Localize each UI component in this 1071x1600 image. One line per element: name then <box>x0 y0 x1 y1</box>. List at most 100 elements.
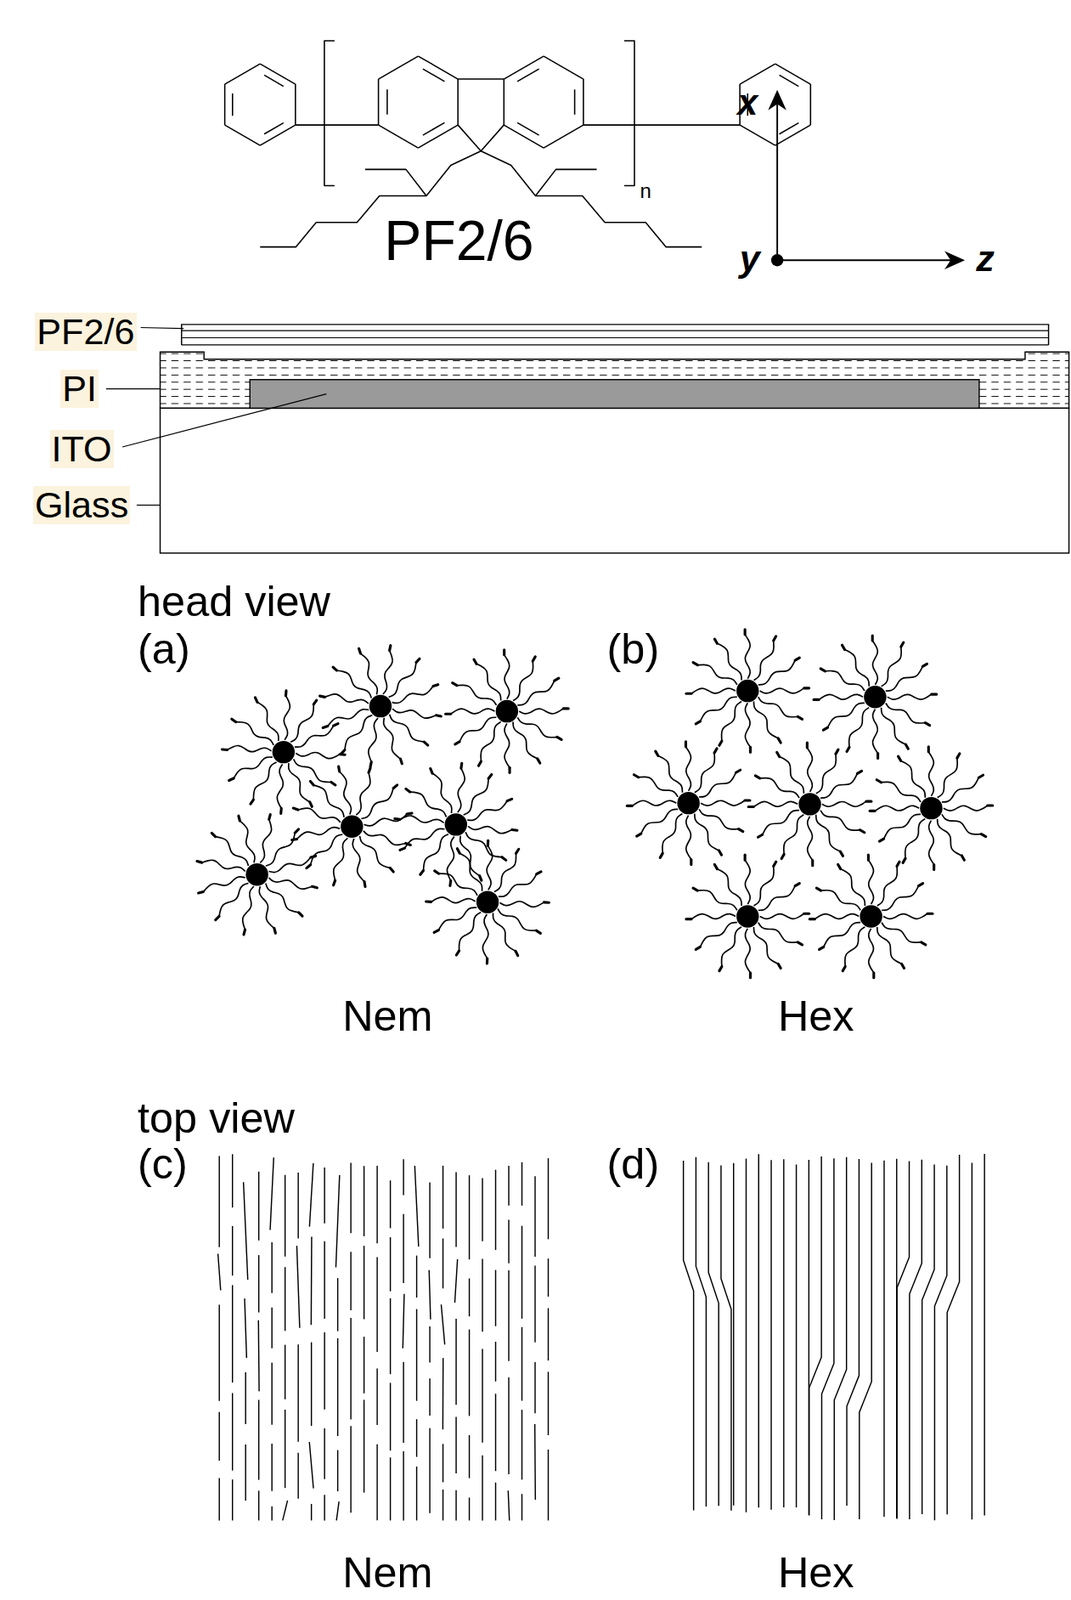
ring-bond <box>378 56 419 79</box>
chain-line <box>708 1161 719 1506</box>
chain-segment <box>442 1165 444 1229</box>
chain-line <box>821 1157 834 1519</box>
alkyl-arm <box>215 836 249 866</box>
alkyl-arm <box>333 837 349 880</box>
chain-segment <box>309 1441 314 1489</box>
chain-segment <box>547 1257 549 1297</box>
arm-tip <box>822 727 828 730</box>
alkyl-arm <box>497 907 536 931</box>
alkyl-arm <box>227 745 272 752</box>
arm-tip <box>922 663 927 666</box>
arrow-head <box>944 250 965 270</box>
alkyl-arm <box>873 709 879 754</box>
layer-label: PF2/6 <box>34 312 136 351</box>
chain-segment <box>258 1489 260 1520</box>
arm-tip <box>636 833 642 836</box>
arm-tip <box>294 828 299 833</box>
double-bond <box>264 123 284 135</box>
arm-tip <box>448 879 452 885</box>
ring-bond <box>259 124 296 146</box>
arm-tip <box>515 848 519 853</box>
arm-tip <box>719 740 722 745</box>
alkyl-arm <box>202 876 245 892</box>
chain-segment <box>349 1161 351 1233</box>
arm-tip <box>749 972 752 978</box>
alkyl-arm <box>744 928 750 973</box>
alkyl-arm <box>937 818 963 856</box>
chain-core <box>245 862 268 885</box>
chain-segment <box>270 1443 272 1491</box>
layer-label: ITO <box>50 429 114 468</box>
chain-line <box>922 1164 935 1514</box>
arm-tip <box>714 863 717 869</box>
arm-tip <box>867 854 870 860</box>
alkyl-arm <box>760 913 805 919</box>
alkyl-arm <box>219 882 249 916</box>
chain-segment <box>258 1319 260 1392</box>
arm-tip <box>554 677 559 681</box>
arm-tip <box>332 666 337 671</box>
arm-tip <box>813 698 819 701</box>
chain-line <box>983 1153 985 1516</box>
alkyl-arm <box>887 693 932 699</box>
alkyl-arm <box>492 912 515 951</box>
ring-bond <box>480 124 504 152</box>
alkyl-arm <box>872 640 878 685</box>
arm-tip <box>806 742 809 748</box>
chain-segment <box>270 1362 272 1425</box>
chain-segment <box>297 1343 299 1442</box>
arm-tip <box>333 723 339 727</box>
chain-segment <box>416 1255 418 1297</box>
arm-tip <box>735 769 740 773</box>
chain-segment <box>323 1240 325 1319</box>
chain-line <box>758 1153 760 1507</box>
side-chain <box>535 169 597 196</box>
double-bond <box>779 123 800 135</box>
arm-tip <box>341 749 345 753</box>
arm-tip <box>781 853 784 858</box>
arm-tip <box>279 807 283 813</box>
alkyl-arm <box>467 800 508 821</box>
alkyl-arm <box>744 859 750 904</box>
arm-tip <box>655 750 659 756</box>
axis-dot <box>771 253 784 266</box>
ring-bond <box>457 78 504 80</box>
chain-core <box>476 890 499 913</box>
alkyl-arm <box>824 670 865 692</box>
alkyl-arm <box>762 810 800 835</box>
alkyl-arm <box>698 772 736 797</box>
double-bond <box>422 68 446 82</box>
arm-tip <box>311 885 317 888</box>
chain-segment <box>534 1264 536 1342</box>
alkyl-arm <box>339 771 352 815</box>
arm-tip <box>501 856 507 861</box>
chain-segment <box>534 1175 536 1257</box>
arm-tip <box>222 747 228 751</box>
chain-segment <box>428 1427 430 1513</box>
arm-tip <box>839 851 843 856</box>
arm-tip <box>927 746 931 752</box>
chain-segment <box>547 1157 549 1239</box>
alkyl-arm <box>821 890 862 911</box>
alkyl-arm <box>310 834 344 865</box>
chain-segment <box>402 1213 404 1283</box>
arm-tip <box>198 890 204 893</box>
arm-tip <box>405 788 411 792</box>
alkyl-arm <box>457 767 465 812</box>
chain-segment <box>270 1241 272 1293</box>
leader-line <box>122 394 327 447</box>
arm-tip <box>284 690 288 696</box>
chain-segment <box>402 1361 404 1443</box>
arm-tip <box>215 915 220 919</box>
chain-segment <box>468 1496 470 1520</box>
alkyl-arm <box>499 901 544 908</box>
chain-segment <box>442 1488 444 1520</box>
arm-tip <box>406 812 412 814</box>
alkyl-arm <box>758 696 799 717</box>
arm-tip <box>856 770 862 773</box>
arm-tip <box>420 870 424 875</box>
chain-segment <box>376 1368 378 1425</box>
alkyl-arm <box>432 772 452 813</box>
alkyl-arm <box>233 756 273 778</box>
chain-segment <box>389 1179 391 1228</box>
